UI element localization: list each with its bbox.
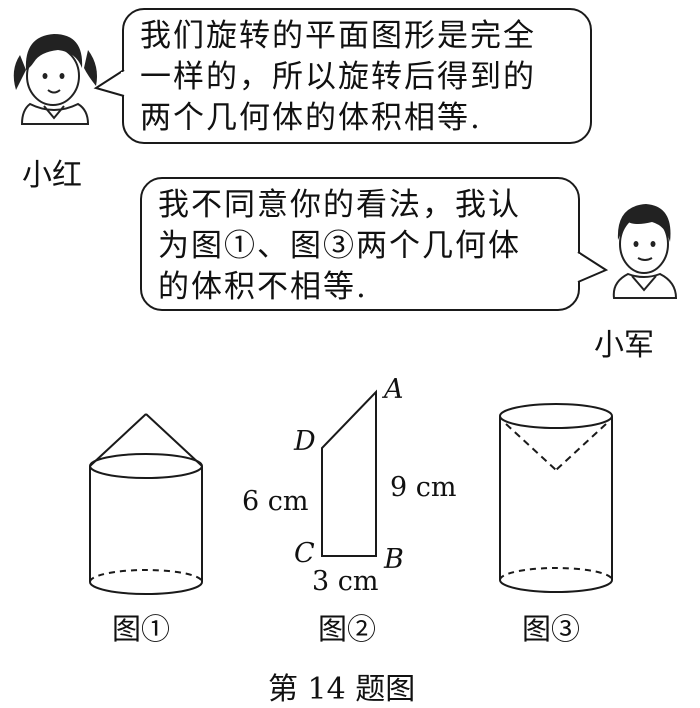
- xiaohong-speech-line-3: 两个几何体的体积相等.: [140, 100, 482, 136]
- xiaohong-name: 小红: [22, 158, 82, 193]
- xiaohong-speech-line-2: 一样的，所以旋转后得到的: [140, 59, 536, 95]
- vertex-d-label: D: [294, 426, 316, 457]
- figure-1-caption: 图①: [112, 612, 171, 646]
- xiaojun-name: 小军: [594, 328, 654, 363]
- xiaojun-speech-text: 我不同意你的看法，我认 为图①、图③两个几何体 的体积不相等.: [158, 185, 521, 308]
- vertex-c-label: C: [294, 538, 315, 569]
- side-dc-length: 6 cm: [242, 486, 309, 517]
- figure-2-caption: 图②: [318, 612, 377, 646]
- xiaojun-speech-bubble: [140, 177, 580, 311]
- vertex-b-label: B: [384, 544, 404, 575]
- figure-caption: 第 14 题图: [268, 672, 416, 707]
- vertex-a-label: A: [384, 374, 404, 405]
- xiaohong-speech-bubble: [122, 8, 592, 144]
- side-cb-length: 3 cm: [312, 566, 379, 597]
- xiaohong-speech-text: 我们旋转的平面图形是完全 一样的，所以旋转后得到的 两个几何体的体积相等.: [140, 16, 536, 139]
- xiaojun-speech-line-3: 的体积不相等.: [158, 269, 368, 305]
- figure-3-caption: 图③: [522, 612, 581, 646]
- xiaojun-speech-line-1: 我不同意你的看法，我认: [158, 187, 521, 223]
- xiaojun-speech-line-2: 为图①、图③两个几何体: [158, 228, 521, 264]
- xiaohong-speech-line-1: 我们旋转的平面图形是完全: [140, 18, 536, 54]
- side-ab-length: 9 cm: [390, 472, 457, 503]
